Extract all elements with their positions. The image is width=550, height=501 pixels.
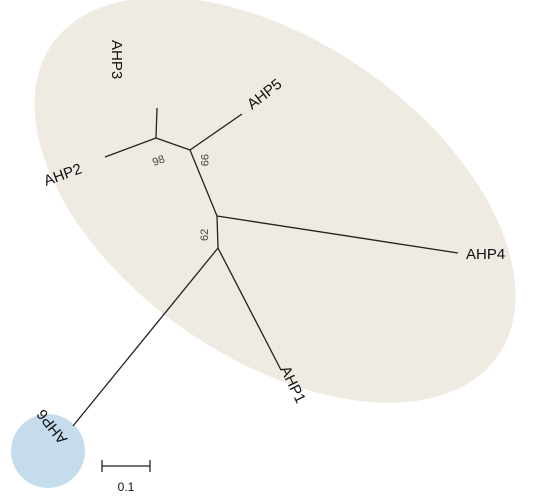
scale-bar: 0.1 [101, 460, 151, 494]
outgroup-highlight [11, 414, 85, 488]
bootstrap-99: 99 [198, 154, 210, 166]
branch-internal-98-99 [155, 137, 191, 151]
branch-internal-99-62 [189, 149, 218, 217]
branch-ahp4 [216, 215, 459, 254]
branch-ahp2 [104, 137, 157, 158]
branch-ahp5 [189, 113, 243, 151]
main-clade-highlight [34, 0, 516, 403]
branch-ahp3 [155, 107, 158, 139]
branch-internal-62-root [216, 215, 219, 249]
bootstrap-98: 98 [151, 153, 167, 168]
scale-bar-label: 0.1 [118, 480, 135, 494]
branch-ahp1 [217, 247, 282, 371]
leaf-label-ahp3: AHP3 [108, 40, 125, 79]
branch-ahp6 [72, 247, 219, 427]
leaf-label-ahp4: AHP4 [466, 246, 505, 263]
bootstrap-62: 62 [199, 229, 211, 241]
